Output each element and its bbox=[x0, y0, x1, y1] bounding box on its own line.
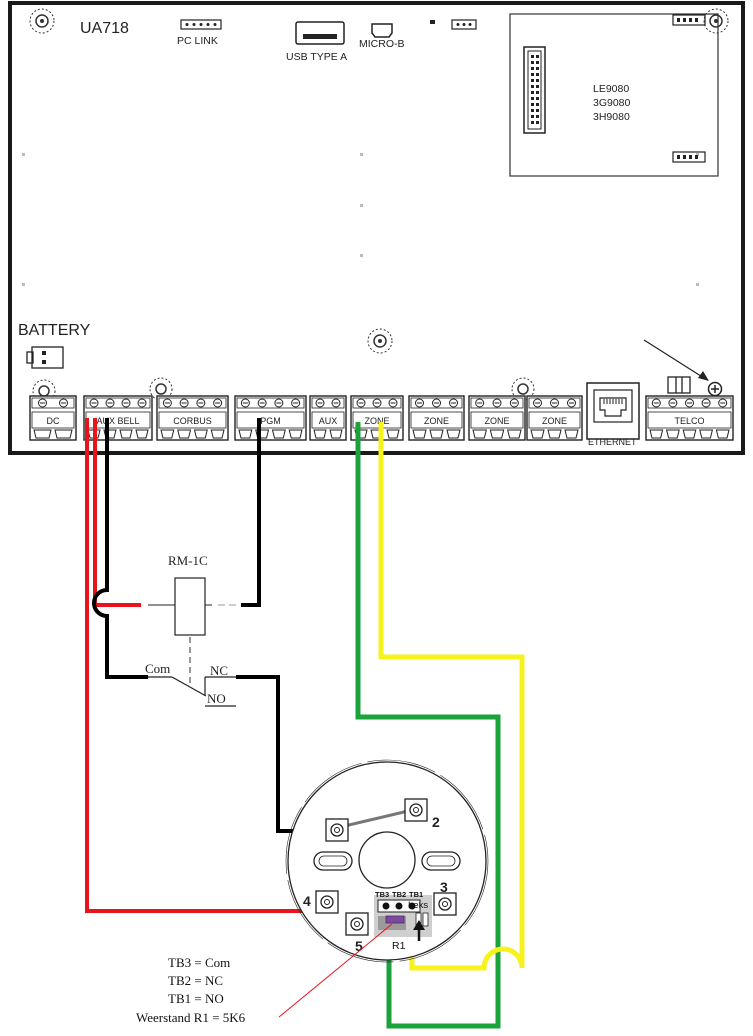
usb-type-a-port bbox=[295, 21, 345, 45]
detector-terminal-3-label: 3 bbox=[440, 879, 448, 895]
terminal-label: ZONE bbox=[364, 416, 389, 426]
tb1-label: TB1 bbox=[409, 890, 423, 899]
resistor-callout-line bbox=[278, 923, 393, 1018]
terminal-label: AUX BELL bbox=[96, 416, 139, 426]
legend-line-1: TB3 = Com bbox=[168, 955, 230, 970]
relay-name-label: RM-1C bbox=[168, 553, 208, 568]
ethernet-jack bbox=[586, 382, 640, 440]
detector-terminal-3 bbox=[433, 892, 457, 916]
usb-type-a-label: USB TYPE A bbox=[286, 51, 347, 63]
tb2-label: TB2 bbox=[392, 890, 406, 899]
module-model-line-1: LE9080 bbox=[593, 83, 629, 95]
terminal-label: CORBUS bbox=[173, 416, 212, 426]
control-panel-board: UA718 PC LINK USB TYPE A MICRO-B bbox=[8, 1, 745, 455]
red-power-wire-aux bbox=[85, 418, 316, 913]
mounting-screw-icon bbox=[703, 8, 729, 34]
relay-nc-label: NC bbox=[210, 663, 228, 678]
relay-no-label: NO bbox=[207, 691, 226, 706]
black-pgm-wire bbox=[241, 418, 261, 607]
resistor-r1 bbox=[385, 915, 405, 924]
terminal-block: ZONE bbox=[468, 395, 526, 441]
terminal-block: ZONE bbox=[408, 395, 465, 441]
pc-link-label: PC LINK bbox=[177, 35, 218, 47]
resistor-label: R1 bbox=[392, 940, 406, 952]
tb3-label: TB3 bbox=[375, 890, 389, 899]
pc-link-connector bbox=[180, 19, 222, 30]
detector-terminal-5 bbox=[345, 912, 369, 936]
terminal-label: ZONE bbox=[484, 416, 509, 426]
detector-base: 2 3 4 5 TB3 TB2 TB1 Leks R1 bbox=[285, 759, 489, 963]
black-aux-negative-wire bbox=[92, 418, 148, 679]
terminal-label: ZONE bbox=[542, 416, 567, 426]
communicator-module: LE9080 3G9080 3H9080 bbox=[509, 13, 719, 177]
detector-terminal-4 bbox=[315, 890, 339, 914]
terminal-label: DC bbox=[47, 416, 60, 426]
module-model-line-3: 3H9080 bbox=[593, 111, 630, 123]
terminal-label: ZONE bbox=[424, 416, 449, 426]
legend: TB3 = Com TB2 = NC TB1 = NO Weerstand R1… bbox=[136, 955, 246, 1025]
battery-connector-icon bbox=[26, 346, 64, 369]
terminal-block: CORBUS bbox=[156, 395, 229, 441]
legend-line-3: TB1 = NO bbox=[168, 991, 224, 1006]
board-model-label: UA718 bbox=[80, 20, 129, 37]
legend-line-2: TB2 = NC bbox=[168, 973, 223, 988]
terminal-block: PGM bbox=[234, 395, 307, 441]
ethernet-label: ETHERNET bbox=[588, 437, 637, 447]
telco-jumper bbox=[667, 376, 691, 394]
relay-rm1c: RM-1C Com NC NO bbox=[145, 553, 236, 707]
module-model-line-2: 3G9080 bbox=[593, 97, 631, 109]
relay-com-label: Com bbox=[145, 661, 170, 676]
terminal-block: AUX bbox=[309, 395, 347, 441]
mounting-screw-icon bbox=[29, 8, 55, 34]
micro-b-label: MICRO-B bbox=[359, 38, 405, 50]
detector-terminal-4-label: 4 bbox=[303, 893, 311, 909]
terminal-label: TELCO bbox=[674, 416, 704, 426]
terminal-block: ZONE bbox=[526, 395, 583, 441]
detector-terminal-1 bbox=[325, 818, 349, 842]
legend-line-4: Weerstand R1 = 5K6 bbox=[136, 1010, 246, 1025]
green-zone-wire bbox=[355, 422, 501, 1029]
mounting-screw-icon bbox=[367, 328, 393, 354]
terminal-label: AUX bbox=[319, 416, 338, 426]
battery-label: BATTERY bbox=[18, 322, 91, 339]
detector-terminal-5-label: 5 bbox=[355, 938, 363, 954]
small-header-connector bbox=[451, 19, 477, 30]
detector-relay-module: TB3 TB2 TB1 Leks R1 bbox=[374, 890, 432, 952]
jumper-label: Leks bbox=[408, 900, 428, 911]
micro-b-port bbox=[371, 23, 393, 38]
terminal-label: PGM bbox=[260, 416, 281, 426]
terminal-block: TELCO bbox=[645, 395, 734, 441]
yellow-zone-wire bbox=[378, 422, 525, 971]
pointer-arrow-icon bbox=[643, 339, 709, 381]
wiring bbox=[85, 418, 525, 1029]
terminal-strip: DC AUX BELL CORBUS PGM AUX ZONE ZONE ZONE ZONE TE… bbox=[29, 395, 734, 441]
detector-terminal-2 bbox=[404, 798, 428, 822]
terminal-block: DC bbox=[29, 395, 77, 441]
detector-terminal-2-label: 2 bbox=[432, 814, 440, 830]
